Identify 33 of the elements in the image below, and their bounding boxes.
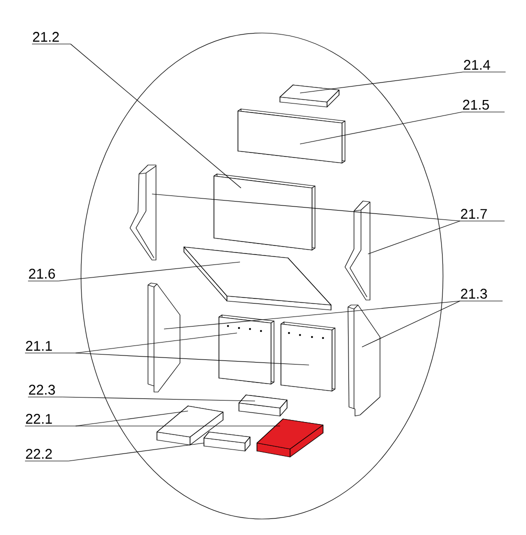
callout-number: 21.1	[24, 340, 76, 354]
callout-number: 21.6	[28, 268, 59, 282]
part-drawing	[280, 322, 336, 392]
part-drawing	[344, 200, 370, 300]
leader-line	[70, 44, 242, 188]
leader-line	[362, 300, 460, 348]
callout-number: 21.2	[32, 32, 71, 44]
part-drawing	[148, 282, 180, 392]
leader-line	[58, 262, 240, 282]
callout-number: 21.4	[462, 60, 506, 72]
leader-line	[300, 112, 462, 144]
leader-line	[164, 300, 460, 330]
leader-line	[75, 352, 310, 366]
part-drawing	[184, 246, 332, 310]
leader-line	[68, 442, 204, 462]
part-drawing	[280, 84, 340, 108]
part-drawing	[218, 314, 274, 384]
part-drawing	[130, 164, 156, 260]
callout-number: 21.3	[460, 288, 503, 302]
part-drawing	[238, 394, 288, 416]
callout-number: 22.1	[24, 414, 76, 426]
callout-number: 22.3	[28, 384, 63, 398]
callout-number: 21.5	[462, 100, 505, 112]
part-drawing	[204, 432, 250, 452]
leader-line	[368, 220, 460, 254]
part-drawing	[256, 418, 324, 458]
leader-line	[75, 332, 238, 354]
part-drawing	[348, 304, 380, 416]
callout-number: 22.2	[24, 448, 69, 462]
callout-number: 21.7	[460, 208, 505, 222]
leader-line	[300, 72, 464, 94]
leader-line	[152, 194, 460, 222]
leader-line	[62, 396, 256, 402]
